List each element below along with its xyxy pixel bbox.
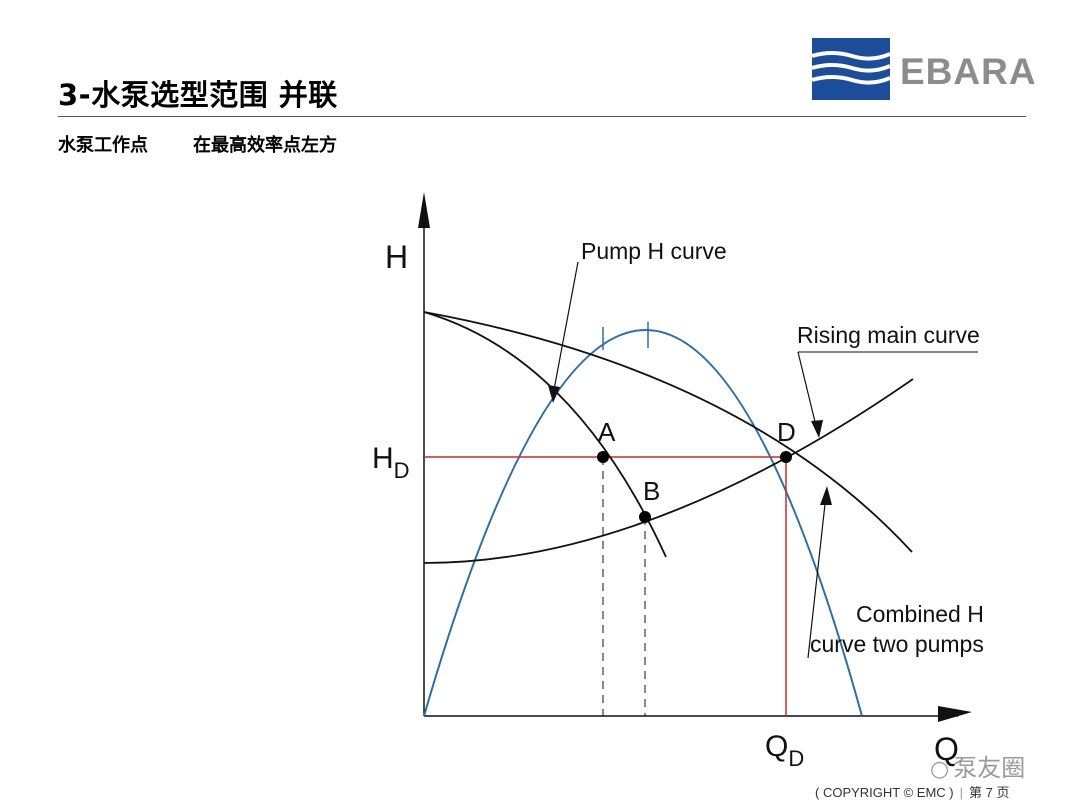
combined-h-callout-line1: Combined H	[856, 601, 984, 627]
rising-curve-leader	[797, 351, 818, 431]
axis-y-label: H	[385, 239, 408, 275]
slide-title: 3-水泵选型范围 并联	[58, 78, 338, 112]
axis-x-label: Q	[934, 731, 959, 767]
y-axis-arrow-icon	[418, 192, 430, 228]
footer-separator: |	[959, 785, 964, 800]
pump-curve-leader-arrow-icon	[548, 385, 560, 403]
point-b	[639, 511, 651, 523]
copyright-text: ( COPYRIGHT © EMC )	[815, 785, 954, 800]
pump-h-curve-callout: Pump H curve	[581, 238, 727, 264]
point-a	[597, 451, 609, 463]
efficiency-curve	[423, 329, 863, 717]
rising-main-curve	[423, 378, 914, 564]
point-a-label: A	[598, 417, 616, 447]
ebara-logo	[811, 38, 1028, 100]
qd-label-sub: D	[788, 746, 804, 771]
qd-label-main: Q	[765, 730, 788, 763]
watermark-text: 泵友圈	[953, 754, 1026, 782]
qd-label: QD	[765, 730, 804, 771]
page-number: 第 7 页	[969, 785, 1010, 800]
combined-h-callout-line2: curve two pumps	[810, 631, 984, 657]
point-d-label: D	[777, 417, 796, 447]
rising-curve-leader-arrow-icon	[811, 420, 823, 438]
pump-h-curve	[423, 311, 667, 558]
combined-h-curve	[423, 311, 913, 553]
combined-curve-leader-arrow-icon	[820, 486, 832, 505]
title-divider	[58, 116, 1026, 117]
wechat-icon: ○	[930, 757, 950, 782]
ebara-logo-text: EBARA	[900, 51, 1037, 92]
pump-curve-leader	[552, 261, 579, 396]
rising-main-curve-callout: Rising main curve	[797, 322, 980, 348]
footer: ( COPYRIGHT © EMC ) | 第 7 页	[815, 782, 1009, 801]
subtitle-efficiency-note: 在最高效率点左方	[193, 135, 337, 156]
watermark: ○泵友圈	[930, 748, 1025, 783]
x-axis-arrow-icon	[938, 706, 972, 722]
hd-label-main: H	[372, 442, 394, 475]
point-d	[780, 451, 792, 463]
point-b-label: B	[643, 476, 660, 506]
ebara-logo-icon	[811, 38, 891, 100]
subtitle-operating-point: 水泵工作点	[58, 135, 148, 156]
hd-label-sub: D	[394, 458, 410, 483]
combined-curve-leader	[807, 494, 827, 659]
hd-label: HD	[372, 442, 410, 483]
